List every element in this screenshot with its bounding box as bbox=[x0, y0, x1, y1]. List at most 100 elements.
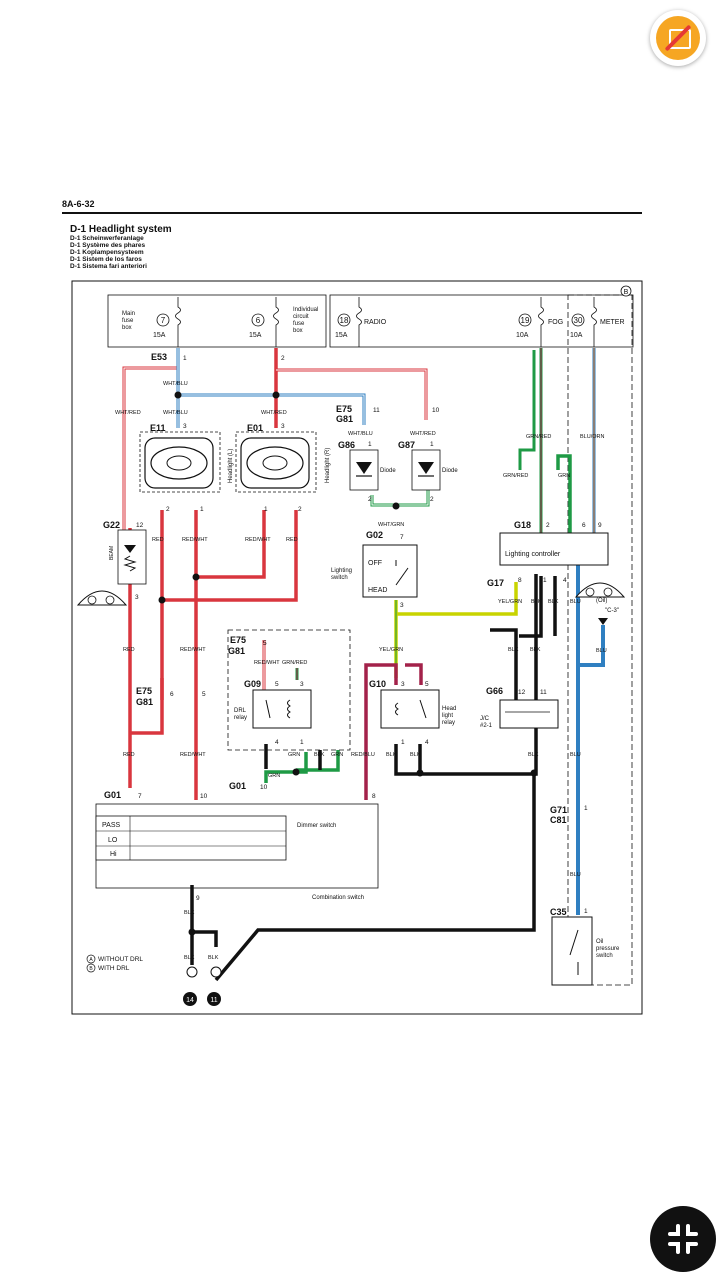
svg-text:WHT/BLU: WHT/BLU bbox=[348, 431, 373, 437]
svg-text:10: 10 bbox=[260, 784, 268, 791]
option-b-marker bbox=[620, 285, 632, 297]
red-wires bbox=[128, 348, 298, 800]
connector-label: G81 bbox=[136, 697, 153, 707]
fuse-6: 6 15A bbox=[249, 297, 279, 347]
svg-text:Headlight (R): Headlight (R) bbox=[325, 448, 331, 483]
diode-g86: Diode bbox=[349, 449, 396, 491]
svg-text:Headlight (L): Headlight (L) bbox=[228, 449, 234, 483]
svg-text:1: 1 bbox=[368, 441, 372, 448]
maroon-wires bbox=[364, 663, 423, 800]
svg-text:7: 7 bbox=[400, 534, 404, 541]
svg-text:2: 2 bbox=[166, 506, 170, 513]
svg-text:BLK: BLK bbox=[548, 599, 559, 605]
svg-text:BLK: BLK bbox=[530, 647, 541, 653]
splice bbox=[292, 768, 300, 776]
svg-text:1: 1 bbox=[264, 506, 268, 513]
instrument-cluster-icon bbox=[76, 590, 128, 606]
svg-text:2: 2 bbox=[281, 355, 285, 362]
page-number: 8A-6-32 bbox=[62, 199, 95, 209]
svg-text:Hi: Hi bbox=[110, 851, 117, 858]
svg-text:1: 1 bbox=[543, 577, 547, 584]
svg-text:GRN/RED: GRN/RED bbox=[503, 473, 528, 479]
svg-text:1: 1 bbox=[401, 739, 405, 746]
svg-text:WHT/RED: WHT/RED bbox=[115, 410, 141, 416]
svg-text:1: 1 bbox=[584, 908, 588, 915]
headlight-right: Headlight (R) bbox=[235, 431, 331, 493]
svg-text:GRN: GRN bbox=[331, 752, 343, 758]
svg-text:9: 9 bbox=[196, 895, 200, 902]
connector-label: G18 bbox=[514, 520, 531, 530]
svg-text:WITH DRL: WITH DRL bbox=[98, 965, 130, 972]
title-translations: D-1 Scheinwerferanlage D-1 Système des p… bbox=[70, 235, 147, 270]
connector-label: G01 bbox=[104, 790, 121, 800]
svg-text:LO: LO bbox=[108, 837, 118, 844]
svg-text:11: 11 bbox=[373, 407, 380, 414]
connector-label: E75 bbox=[136, 686, 152, 696]
svg-text:BLK: BLK bbox=[314, 752, 325, 758]
connector-label: E75 bbox=[336, 404, 352, 414]
jc-label: J/C#2-1 bbox=[480, 716, 493, 729]
title-translation: D-1 Sistem de los faros bbox=[70, 256, 142, 263]
svg-text:5: 5 bbox=[425, 681, 429, 688]
svg-text:2: 2 bbox=[368, 496, 372, 503]
main-fuse-box bbox=[107, 294, 327, 348]
svg-text:3: 3 bbox=[300, 681, 304, 688]
splice bbox=[530, 769, 538, 777]
svg-text:Lighting controller: Lighting controller bbox=[505, 551, 561, 558]
svg-text:B: B bbox=[89, 966, 93, 972]
svg-text:Diode: Diode bbox=[442, 468, 458, 474]
fuse-7: 7 15A bbox=[153, 297, 181, 347]
svg-text:2: 2 bbox=[546, 522, 550, 529]
svg-text:RED/WHT: RED/WHT bbox=[254, 660, 280, 666]
connector-label: G81 bbox=[228, 646, 245, 656]
title-translation: D-1 Koplampensysteem bbox=[70, 249, 144, 256]
splice bbox=[158, 596, 166, 604]
svg-text:2: 2 bbox=[430, 496, 434, 503]
diagram-frame bbox=[71, 280, 643, 1015]
connector-label: G71 bbox=[550, 805, 567, 815]
svg-text:GRN/RED: GRN/RED bbox=[282, 660, 307, 666]
svg-text:1: 1 bbox=[430, 441, 434, 448]
svg-text:6: 6 bbox=[582, 522, 586, 529]
svg-text:14: 14 bbox=[186, 997, 194, 1004]
connector-label: G09 bbox=[244, 679, 261, 689]
svg-text:OFF: OFF bbox=[368, 560, 382, 567]
svg-text:BLK: BLK bbox=[528, 752, 539, 758]
title-translation: D-1 Scheinwerferanlage bbox=[70, 235, 144, 242]
connector-label: G22 bbox=[103, 520, 120, 530]
collapse-fullscreen-icon bbox=[668, 1224, 698, 1254]
fuse-18: 18 15A RADIO bbox=[335, 297, 387, 347]
svg-text:YEL/GRN: YEL/GRN bbox=[379, 647, 403, 653]
svg-text:YEL/GRN: YEL/GRN bbox=[498, 599, 522, 605]
folder-badge-background bbox=[656, 16, 700, 60]
no-folder-icon[interactable] bbox=[650, 10, 706, 66]
lighting-controller: Lighting controller bbox=[499, 532, 609, 566]
svg-text:Diode: Diode bbox=[380, 468, 396, 474]
black-wires bbox=[190, 574, 557, 982]
svg-text:BLU: BLU bbox=[570, 599, 581, 605]
connector-label: G81 bbox=[336, 414, 353, 424]
svg-text:RED/WHT: RED/WHT bbox=[180, 647, 206, 653]
connector-label: E11 bbox=[150, 423, 166, 433]
svg-text:BLK: BLK bbox=[184, 910, 195, 916]
svg-text:12: 12 bbox=[136, 522, 144, 529]
svg-text:19: 19 bbox=[521, 316, 530, 325]
beam-indicator: BEAM bbox=[109, 529, 147, 585]
connector-label: C35 bbox=[550, 907, 567, 917]
svg-text:WHT/GRN: WHT/GRN bbox=[378, 522, 404, 528]
svg-text:RADIO: RADIO bbox=[364, 319, 387, 326]
svg-text:4: 4 bbox=[425, 739, 429, 746]
svg-text:30: 30 bbox=[574, 316, 583, 325]
collapse-fullscreen-button[interactable] bbox=[650, 1206, 716, 1272]
dimmer-switch: PASS LO Hi Dimmer switch Combination swi… bbox=[95, 803, 379, 901]
svg-text:RED: RED bbox=[286, 537, 298, 543]
fuse-19: 19 10A FOG bbox=[516, 297, 563, 347]
connector-label: G01 bbox=[229, 781, 246, 791]
